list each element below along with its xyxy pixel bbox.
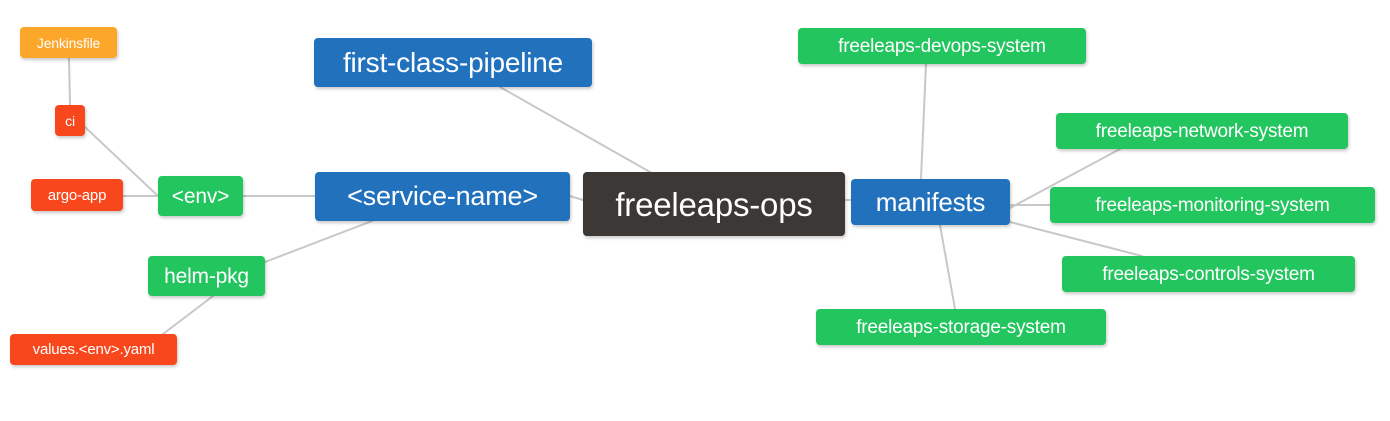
node-label-helm-pkg: helm-pkg [164, 264, 249, 288]
mindmap-node-helm-pkg[interactable]: helm-pkg [148, 256, 265, 296]
edge-manifests-to-freeleaps-storage-system [939, 224, 956, 310]
edge-first-class-pipeline-to-freeleaps-ops [499, 86, 651, 173]
node-label-service-name: <service-name> [347, 181, 538, 211]
mindmap-node-jenkinsfile[interactable]: Jenkinsfile [20, 27, 117, 58]
mindmap-node-first-class-pipeline[interactable]: first-class-pipeline [314, 38, 592, 87]
mindmap-node-env[interactable]: <env> [158, 176, 243, 216]
node-label-freeleaps-monitoring-system: freeleaps-monitoring-system [1095, 194, 1330, 216]
mindmap-node-values-yaml[interactable]: values.<env>.yaml [10, 334, 177, 365]
node-label-freeleaps-network-system: freeleaps-network-system [1095, 120, 1309, 142]
mindmap-node-argo-app[interactable]: argo-app [31, 179, 123, 211]
mindmap-node-freeleaps-network-system[interactable]: freeleaps-network-system [1056, 113, 1348, 149]
edge-helm-pkg-to-service-name [264, 220, 373, 263]
mindmap-node-freeleaps-storage-system[interactable]: freeleaps-storage-system [816, 309, 1106, 345]
node-label-freeleaps-controls-system: freeleaps-controls-system [1102, 263, 1315, 285]
node-label-ci: ci [65, 112, 75, 129]
edge-service-name-to-freeleaps-ops [569, 195, 584, 201]
mindmap-node-service-name[interactable]: <service-name> [315, 172, 570, 221]
mindmap-node-ci[interactable]: ci [55, 105, 85, 136]
edge-values-yaml-to-helm-pkg [162, 295, 214, 335]
mindmap-node-manifests[interactable]: manifests [851, 179, 1010, 225]
node-label-manifests: manifests [875, 187, 986, 217]
node-label-env: <env> [171, 184, 230, 208]
node-label-first-class-pipeline: first-class-pipeline [342, 46, 564, 78]
mindmap-node-freeleaps-monitoring-system[interactable]: freeleaps-monitoring-system [1050, 187, 1375, 223]
node-label-freeleaps-devops-system: freeleaps-devops-system [838, 35, 1046, 57]
mindmap-node-freeleaps-devops-system[interactable]: freeleaps-devops-system [798, 28, 1086, 64]
mindmap-node-freeleaps-ops[interactable]: freeleaps-ops [583, 172, 845, 236]
node-label-jenkinsfile: Jenkinsfile [36, 34, 101, 51]
edge-jenkinsfile-to-ci [68, 57, 71, 106]
node-label-freeleaps-ops: freeleaps-ops [615, 185, 813, 223]
edge-manifests-to-freeleaps-controls-system [1009, 221, 1143, 257]
node-label-argo-app: argo-app [47, 186, 107, 204]
node-label-freeleaps-storage-system: freeleaps-storage-system [856, 316, 1066, 338]
mindmap-node-freeleaps-controls-system[interactable]: freeleaps-controls-system [1062, 256, 1355, 292]
edge-manifests-to-freeleaps-devops-system [920, 63, 927, 180]
node-label-values-yaml: values.<env>.yaml [32, 341, 155, 358]
